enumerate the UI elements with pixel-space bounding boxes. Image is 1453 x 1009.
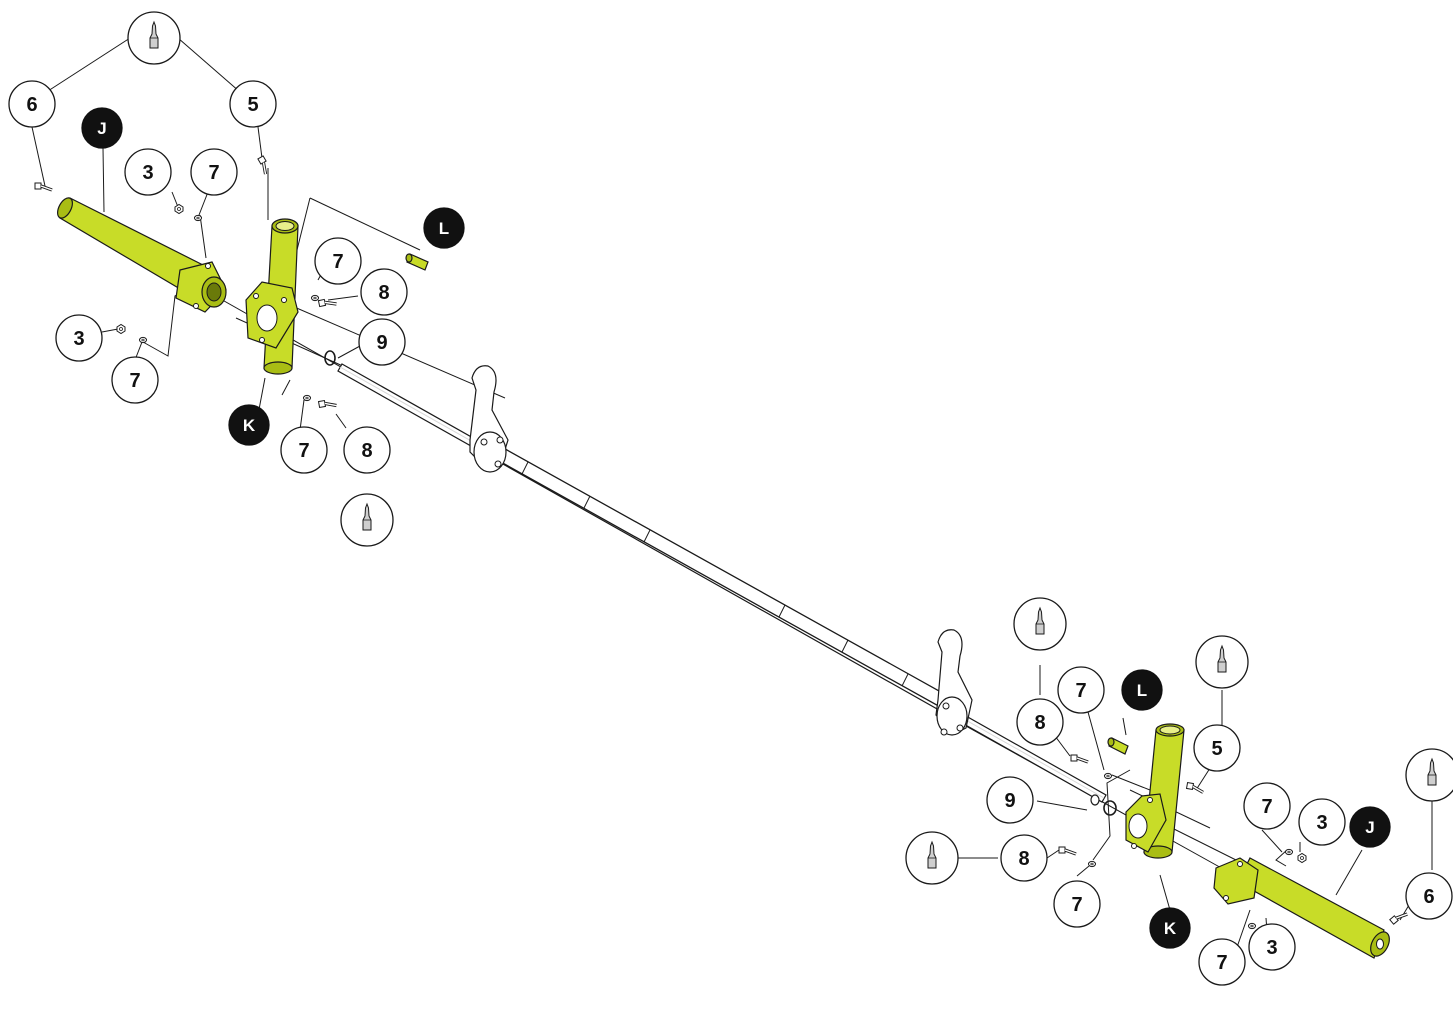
callout-6: 6	[1405, 872, 1453, 920]
callouts: 6 5 J 3 7 L 7 8 9 3 7 K 7 8 7 L 8 5 9 7 …	[8, 80, 1453, 986]
svg-text:L: L	[439, 219, 449, 238]
washer-7-a	[194, 214, 202, 222]
callout-k: K	[228, 404, 270, 446]
svg-text:6: 6	[26, 94, 37, 116]
threadlocker-bottle-icon-top	[127, 11, 181, 65]
washer-7-c	[139, 336, 147, 344]
svg-text:3: 3	[73, 328, 84, 350]
bolt-6-right	[1388, 907, 1409, 927]
washer-7-f	[1285, 848, 1293, 856]
svg-text:7: 7	[129, 370, 140, 392]
bolt-8-c	[1069, 753, 1090, 764]
callout-6: 6	[8, 80, 56, 128]
callout-8: 8	[360, 268, 408, 316]
bolt-6-left	[33, 181, 54, 192]
svg-text:7: 7	[298, 440, 309, 462]
washer-7-h	[1248, 922, 1256, 930]
svg-text:J: J	[97, 119, 106, 138]
svg-text:K: K	[243, 416, 256, 435]
left-part-l-pin	[405, 253, 429, 271]
svg-text:8: 8	[361, 440, 372, 462]
svg-text:5: 5	[247, 94, 258, 116]
svg-text:K: K	[1164, 919, 1177, 938]
svg-text:7: 7	[1216, 952, 1227, 974]
threadlocker-bottle-icon-right-a	[1013, 597, 1067, 651]
left-hook-plate	[469, 365, 509, 473]
right-hook-plate	[935, 629, 973, 736]
callout-7: 7	[314, 237, 362, 285]
threadlocker-bottle-icon-mid	[340, 493, 394, 547]
ring-9-right	[1103, 800, 1117, 816]
svg-text:7: 7	[1071, 894, 1082, 916]
threadlocker-bottle-icon-right-c	[905, 831, 959, 885]
svg-text:8: 8	[378, 282, 389, 304]
right-part-j-tube	[1213, 857, 1390, 959]
svg-text:8: 8	[1018, 848, 1029, 870]
bolt-8-a	[316, 295, 339, 310]
washer-7-g	[1088, 860, 1096, 868]
washer-7-d	[303, 394, 311, 402]
svg-text:6: 6	[1423, 886, 1434, 908]
callout-l: L	[1121, 669, 1163, 711]
ring-9-left	[324, 350, 336, 366]
svg-text:7: 7	[1075, 680, 1086, 702]
callout-7: 7	[1057, 666, 1105, 714]
callout-3: 3	[124, 148, 172, 196]
svg-text:9: 9	[376, 332, 387, 354]
right-part-l-pin	[1107, 737, 1129, 755]
callout-j: J	[1349, 806, 1391, 848]
bolt-8-b	[316, 397, 339, 411]
threadlocker-bottle-icon-right-d	[1405, 748, 1453, 802]
svg-text:5: 5	[1211, 738, 1222, 760]
svg-text:8: 8	[1034, 712, 1045, 734]
callout-8: 8	[1016, 698, 1064, 746]
callout-9: 9	[986, 776, 1034, 824]
svg-text:L: L	[1137, 681, 1147, 700]
washer-7-b	[311, 294, 319, 302]
callout-8: 8	[1000, 834, 1048, 882]
bolt-5-left	[255, 154, 274, 176]
callout-k: K	[1149, 907, 1191, 949]
callout-3: 3	[1248, 923, 1296, 971]
svg-text:J: J	[1365, 818, 1374, 837]
svg-text:7: 7	[332, 251, 343, 273]
bolt-5-right	[1184, 780, 1206, 794]
leader-lines	[31, 37, 1433, 951]
nut-3-a	[174, 204, 184, 214]
callout-7: 7	[1198, 938, 1246, 986]
callout-5: 5	[229, 80, 277, 128]
callout-7: 7	[1243, 782, 1291, 830]
svg-text:3: 3	[1266, 937, 1277, 959]
svg-text:7: 7	[208, 162, 219, 184]
hardware	[33, 154, 1409, 941]
callout-7: 7	[1053, 880, 1101, 928]
callout-8: 8	[343, 426, 391, 474]
threadlocker-bottle-icon-right-b	[1195, 635, 1249, 689]
callout-l: L	[423, 207, 465, 249]
nut-3-b	[116, 324, 126, 334]
callout-7: 7	[280, 426, 328, 474]
svg-text:9: 9	[1004, 790, 1015, 812]
callout-9: 9	[358, 318, 406, 366]
callout-7: 7	[190, 148, 238, 196]
svg-text:3: 3	[142, 162, 153, 184]
svg-text:7: 7	[1261, 796, 1272, 818]
callout-j: J	[81, 107, 123, 149]
callout-7: 7	[111, 356, 159, 404]
callout-3: 3	[55, 314, 103, 362]
main-shaft	[337, 363, 1107, 803]
left-part-j-tube	[57, 197, 227, 313]
left-part-k-bracket	[245, 218, 299, 375]
svg-text:3: 3	[1316, 812, 1327, 834]
right-part-k-bracket	[1125, 723, 1185, 859]
nut-3-c	[1297, 853, 1307, 863]
bolt-8-d	[1057, 845, 1078, 856]
washer-7-e	[1104, 772, 1112, 780]
callout-3: 3	[1298, 798, 1346, 846]
callout-5: 5	[1193, 724, 1241, 772]
